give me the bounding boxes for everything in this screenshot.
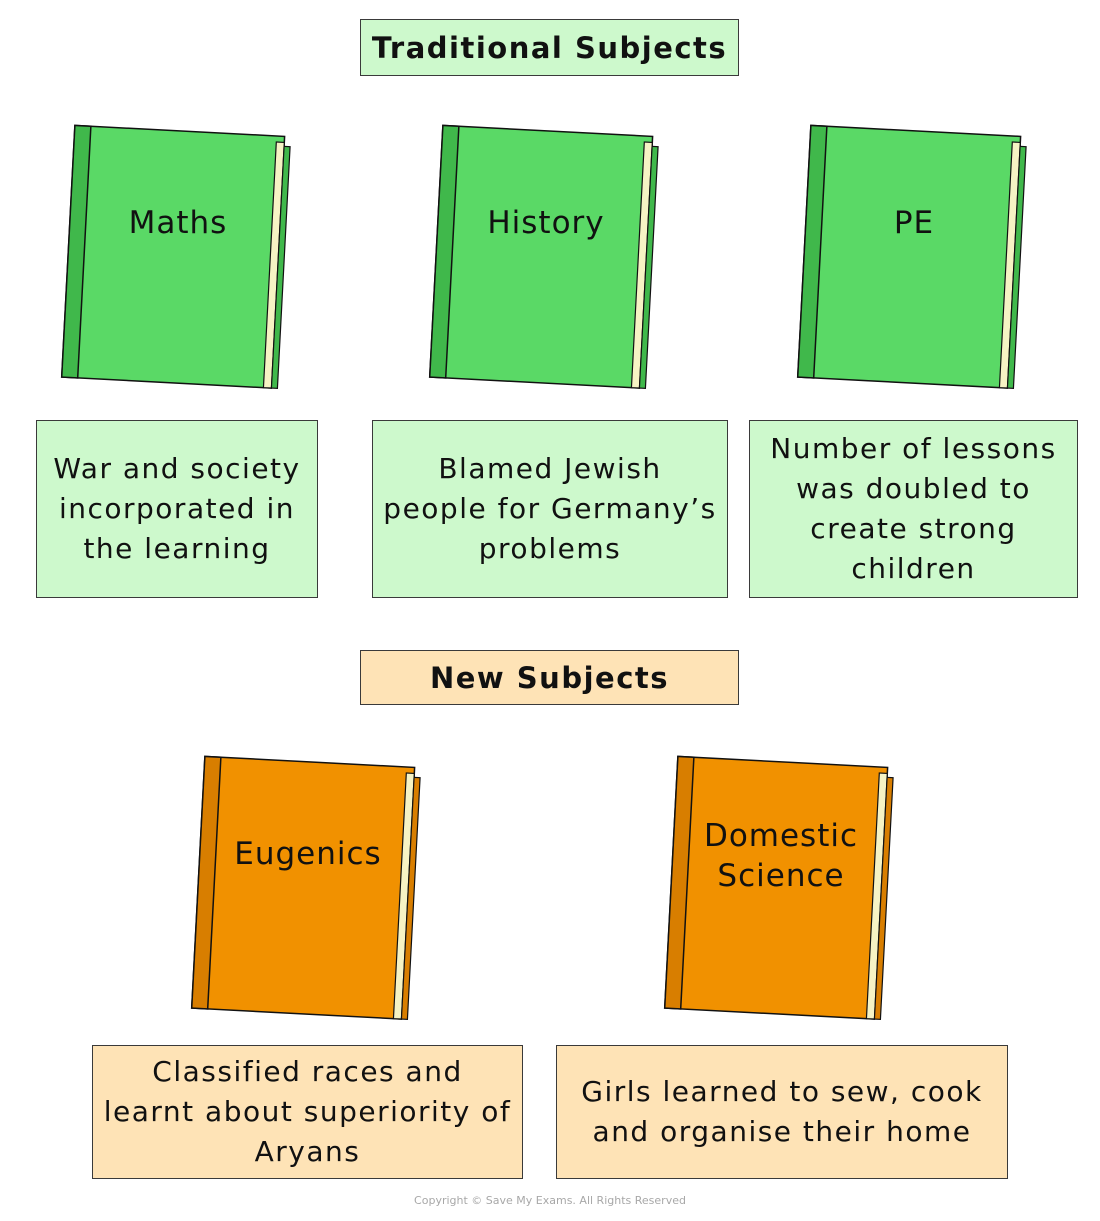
book-title-eugenics: Eugenics: [234, 836, 382, 872]
description-pe-text: Number of lessons was doubled to create …: [770, 432, 1057, 585]
book-title-domestic-science: Domestic Science: [703, 818, 859, 894]
new-subjects-header: New Subjects: [360, 650, 739, 705]
description-eugenics: Classified races and learnt about superi…: [92, 1045, 523, 1179]
book-pe: PE: [796, 124, 1027, 390]
book-icon: [428, 124, 659, 390]
description-maths: War and society incorporated in the lear…: [36, 420, 318, 598]
description-history: Blamed Jewish people for Germany’s probl…: [372, 420, 728, 598]
book-eugenics: Eugenics: [190, 755, 421, 1021]
description-pe: Number of lessons was doubled to create …: [749, 420, 1078, 598]
book-domestic-science: Domestic Science: [663, 755, 894, 1021]
book-title-pe: PE: [893, 205, 935, 241]
book-icon: [60, 124, 291, 390]
description-history-text: Blamed Jewish people for Germany’s probl…: [383, 452, 717, 565]
book-title-maths: Maths: [128, 205, 228, 241]
traditional-subjects-header: Traditional Subjects: [360, 19, 739, 76]
book-maths: Maths: [60, 124, 291, 390]
traditional-subjects-header-text: Traditional Subjects: [371, 30, 728, 65]
book-icon: [663, 755, 894, 1021]
description-domestic-science-text: Girls learned to sew, cook and organise …: [581, 1075, 983, 1148]
description-domestic-science: Girls learned to sew, cook and organise …: [556, 1045, 1008, 1179]
book-icon: [190, 755, 421, 1021]
copyright-notice: Copyright © Save My Exams. All Rights Re…: [414, 1194, 686, 1207]
new-subjects-header-text: New Subjects: [429, 660, 670, 695]
description-maths-text: War and society incorporated in the lear…: [53, 452, 301, 565]
book-title-history: History: [487, 205, 605, 241]
book-icon: [796, 124, 1027, 390]
description-eugenics-text: Classified races and learnt about superi…: [103, 1055, 512, 1168]
book-history: History: [428, 124, 659, 390]
